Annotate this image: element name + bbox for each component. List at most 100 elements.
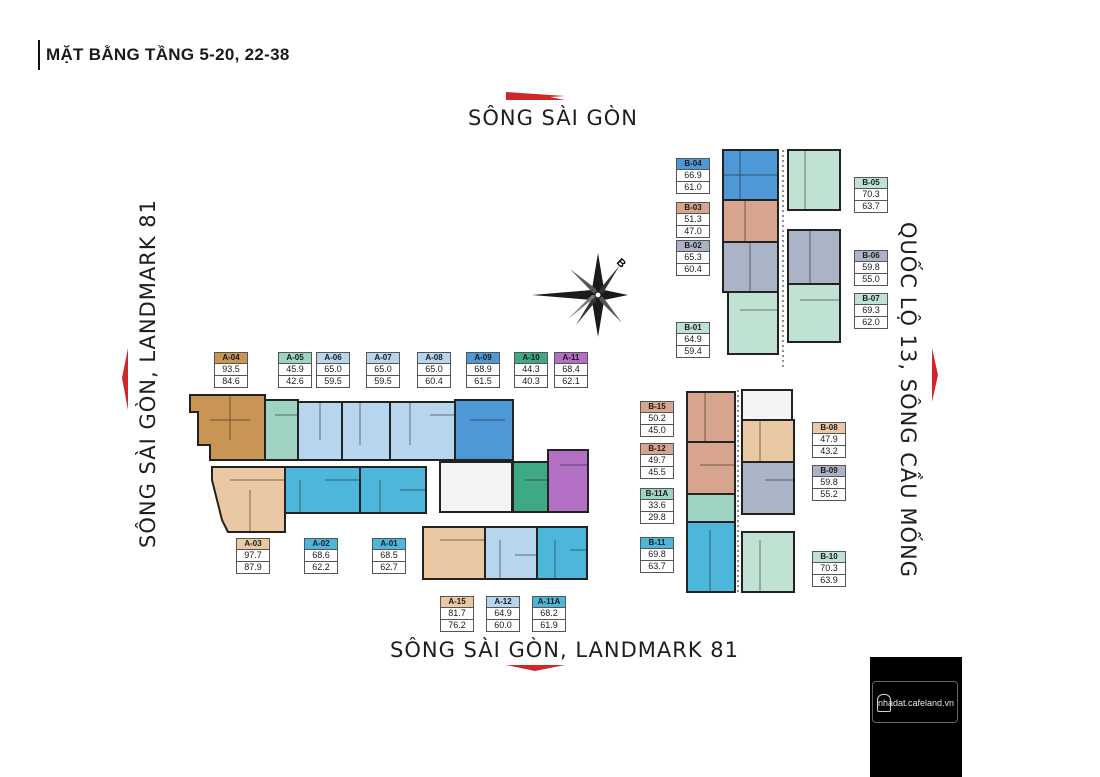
unit-label-b07: B-07 69.3 62.0 [854,293,888,329]
unit-area-net: 64.9 [486,607,520,619]
unit-area-gross: 45.0 [640,424,674,437]
unit-b07-plan [787,283,841,343]
unit-code: B-08 [812,422,846,433]
unit-a08-plan [389,401,456,461]
unit-area-gross: 61.9 [532,619,566,632]
unit-area-gross: 63.7 [640,560,674,573]
unit-a09-plan [454,399,514,461]
unit-area-net: 93.5 [214,363,248,375]
unit-a03-plan [211,466,286,533]
unit-code: B-01 [676,322,710,333]
unit-label-b08: B-08 47.9 43.2 [812,422,846,458]
compass-icon [532,253,628,337]
unit-label-b04: B-04 66.9 61.0 [676,158,710,194]
unit-area-net: 51.3 [676,213,710,225]
unit-area-net: 68.6 [304,549,338,561]
arrow-bottom-icon [506,665,565,671]
unit-label-a08: A-08 65.0 60.4 [417,352,451,388]
unit-area-gross: 59.4 [676,345,710,358]
unit-a04-plan [189,394,266,461]
unit-area-gross: 62.0 [854,316,888,329]
unit-area-gross: 60.4 [676,263,710,276]
unit-a07-plan [341,401,391,461]
unit-b09-plan [741,461,795,515]
unit-label-a01: A-01 68.5 62.7 [372,538,406,574]
unit-area-net: 68.2 [532,607,566,619]
unit-area-net: 47.9 [812,433,846,445]
unit-area-net: 59.8 [812,476,846,488]
unit-area-gross: 76.2 [440,619,474,632]
unit-a05-plan [264,399,299,461]
unit-code: A-08 [417,352,451,363]
page-title: MẶT BẰNG TẦNG 5-20, 22-38 [38,40,290,70]
unit-area-net: 68.5 [372,549,406,561]
unit-b08-plan [741,419,795,463]
unit-area-net: 69.8 [640,548,674,560]
unit-code: B-05 [854,177,888,188]
unit-area-gross: 55.0 [854,273,888,286]
unit-area-gross: 42.6 [278,375,312,388]
unit-code: A-12 [486,596,520,607]
unit-label-b10: B-10 70.3 63.9 [812,551,846,587]
unit-code: B-09 [812,465,846,476]
unit-label-a09: A-09 68.9 61.5 [466,352,500,388]
unit-code: B-12 [640,443,674,454]
unit-area-net: 70.3 [812,562,846,574]
unit-code: B-04 [676,158,710,169]
unit-area-net: 65.0 [366,363,400,375]
unit-code: B-03 [676,202,710,213]
unit-code: A-06 [316,352,350,363]
unit-a15-plan [422,526,486,580]
unit-label-b03: B-03 51.3 47.0 [676,202,710,238]
unit-area-net: 81.7 [440,607,474,619]
unit-area-gross: 62.1 [554,375,588,388]
unit-area-net: 33.6 [640,499,674,511]
unit-area-gross: 43.2 [812,445,846,458]
unit-area-gross: 45.5 [640,466,674,479]
unit-area-net: 44.3 [514,363,548,375]
unit-code: B-06 [854,250,888,261]
unit-a12-plan [484,526,538,580]
unit-area-gross: 55.2 [812,488,846,501]
building-a [189,394,589,580]
unit-area-gross: 84.6 [214,375,248,388]
unit-b03-plan [722,199,779,243]
unit-label-a15: A-15 81.7 76.2 [440,596,474,632]
unit-label-b11: B-11 69.8 63.7 [640,537,674,573]
unit-area-net: 59.8 [854,261,888,273]
unit-label-b09: B-09 59.8 55.2 [812,465,846,501]
unit-label-b02: B-02 65.3 60.4 [676,240,710,276]
unit-code: A-15 [440,596,474,607]
unit-code: A-10 [514,352,548,363]
unit-code: A-03 [236,538,270,549]
unit-b15-plan [686,391,736,443]
unit-code: A-07 [366,352,400,363]
arrow-left-icon [122,348,128,410]
unit-area-gross: 40.3 [514,375,548,388]
unit-a11a-plan [536,526,588,580]
compass-north-label: B [614,256,628,270]
unit-code: A-04 [214,352,248,363]
core-a [439,461,513,513]
unit-b05-plan [787,149,841,211]
unit-label-a02: A-02 68.6 62.2 [304,538,338,574]
arrow-right-icon [932,348,938,402]
unit-code: B-10 [812,551,846,562]
unit-code: A-05 [278,352,312,363]
unit-area-net: 65.0 [417,363,451,375]
unit-area-gross: 59.5 [366,375,400,388]
unit-code: A-11A [532,596,566,607]
unit-area-net: 66.9 [676,169,710,181]
unit-code: B-02 [676,240,710,251]
unit-code: B-11 [640,537,674,548]
core-b [741,389,793,421]
unit-area-gross: 47.0 [676,225,710,238]
watermark-badge: nhadat.cafeland.vn [872,681,958,723]
unit-area-net: 50.2 [640,412,674,424]
unit-label-a07: A-07 65.0 59.5 [366,352,400,388]
unit-area-net: 49.7 [640,454,674,466]
unit-area-gross: 59.5 [316,375,350,388]
unit-area-gross: 61.5 [466,375,500,388]
watermark-text: nhadat.cafeland.vn [877,698,954,708]
